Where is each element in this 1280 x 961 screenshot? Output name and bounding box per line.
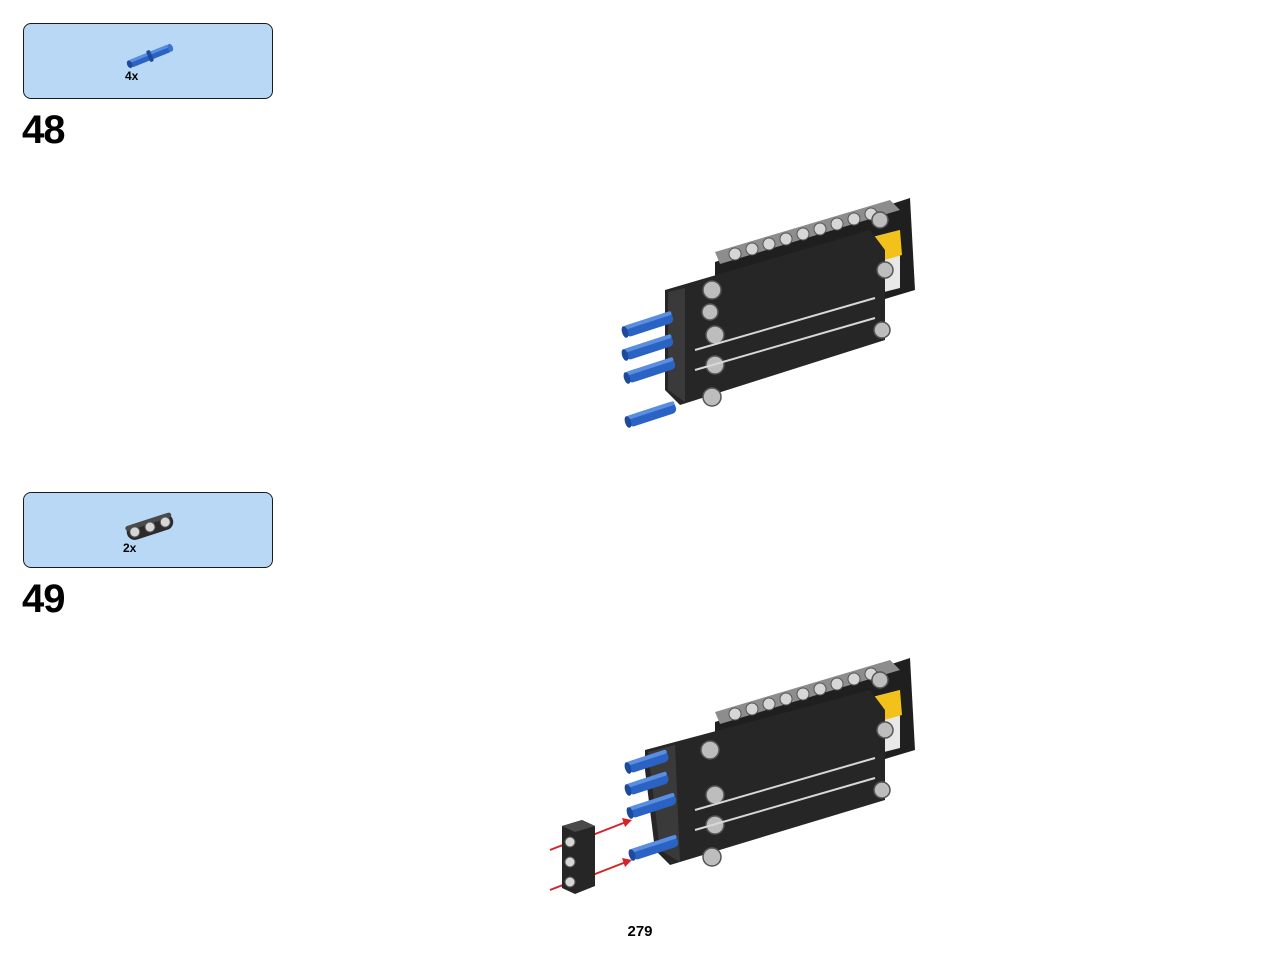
step-48: 4x 48	[0, 0, 1280, 470]
step-49: 2x 49	[0, 470, 1280, 961]
assembly-model-image	[621, 198, 915, 428]
parts-callout-box: 2x	[23, 492, 273, 568]
step-number: 48	[22, 108, 65, 152]
part-quantity: 2x	[123, 541, 137, 555]
blue-connector-pin-icon	[126, 43, 174, 69]
part-quantity: 4x	[125, 69, 139, 83]
step-number: 49	[22, 577, 65, 621]
page-number: 279	[627, 923, 653, 940]
parts-callout-box: 4x	[23, 23, 273, 99]
black-beam-part	[562, 820, 595, 894]
black-beam-3-icon	[125, 512, 174, 540]
assembly-model-image	[549, 658, 915, 894]
